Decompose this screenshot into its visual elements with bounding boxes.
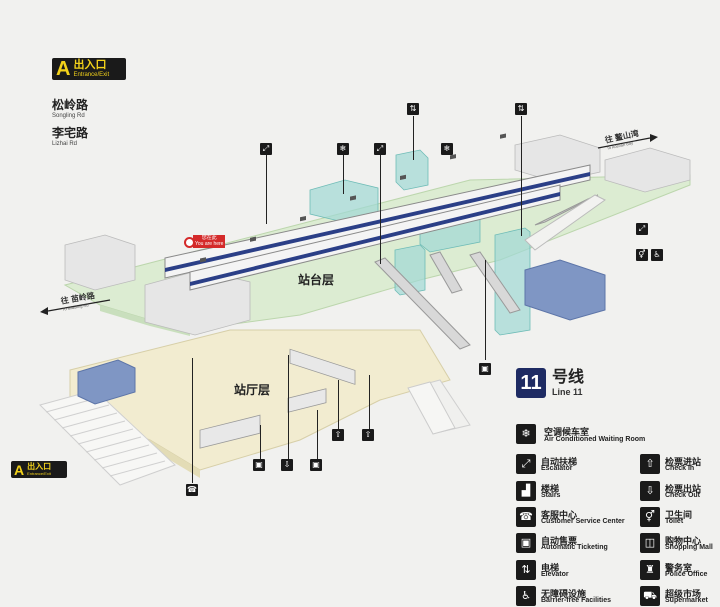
elevator-icon: ⇅ [407, 103, 419, 115]
entrance-cn: 出入口 [73, 59, 107, 71]
legend-cn: 卫生间 [665, 510, 693, 520]
check-in-icon: ⇧ [362, 429, 374, 441]
you-are-here-marker: 您在此 You are here [193, 235, 226, 248]
entrance-letter: A [56, 57, 71, 80]
road-lizhai: 李宅路 Lizhai Rd [52, 124, 88, 147]
entrance-a-badge-top: A 出入口 Entrance/Exit [52, 58, 126, 80]
check-in-icon: ⇧ [640, 454, 660, 474]
legend-cn: 检票出站 [665, 484, 702, 494]
barrier-free-icon: ♿ [516, 586, 536, 606]
stairs-icon: ▟ [516, 481, 536, 501]
legend-en: Toilet [665, 518, 684, 525]
legend-cn: 警务室 [665, 563, 693, 573]
legend-en: Elevator [541, 571, 569, 578]
entrance-stairs [39, 389, 176, 486]
road-cn: 松岭路 [52, 98, 89, 112]
shopping-mall-icon: ◫ [640, 533, 660, 553]
legend-en: Escalator [541, 465, 573, 472]
concourse-level-label: 站厅层 [234, 383, 271, 397]
entrance-cn: 出入口 [27, 462, 52, 471]
road-en: Songling Rd [52, 113, 85, 119]
road-songling: 松岭路 Songling Rd [52, 96, 88, 119]
customer-service-icon: ☎ [186, 484, 198, 496]
entrance-en: Entrance/Exit [73, 72, 110, 78]
check-out-icon: ⇩ [281, 459, 293, 471]
customer-service-icon: ☎ [516, 507, 536, 527]
legend-cn: 自动售票 [541, 536, 578, 546]
legend-cn: 自动扶梯 [541, 457, 578, 467]
escalator-icon: ⤢ [516, 454, 536, 474]
escalator-icon: ⤢ [374, 143, 386, 155]
escalator-icon: ⤢ [636, 223, 648, 235]
legend-en: Air Conditioned Waiting Room [544, 436, 646, 443]
snowflake-icon: ❄ [516, 424, 536, 444]
legend-cn: 购物中心 [665, 536, 702, 546]
ticket-machine-icon: ▣ [479, 363, 491, 375]
legend-en: Check In [665, 465, 695, 472]
line-en: Line 11 [552, 386, 583, 397]
legend-en: Supermarket [665, 597, 708, 604]
ticket-gates [199, 348, 356, 449]
police-icon: ♜ [640, 560, 660, 580]
check-in-icon: ⇧ [332, 429, 344, 441]
legend-cn: 空调候车室 [544, 427, 590, 437]
legend-cn: 无障碍设施 [541, 589, 587, 599]
entrance-en: Entrance/Exit [27, 471, 51, 476]
platform-escalators [374, 194, 599, 350]
snowflake-icon: ❄ [337, 143, 349, 155]
road-en: Lizhai Rd [52, 141, 78, 147]
legend-en: Shopping Mall [665, 544, 713, 551]
you-are-here-en: You are here [195, 240, 224, 247]
ticket-machine-icon: ▣ [310, 459, 322, 471]
toilet-icon: ⚥ [640, 507, 660, 527]
legend-cn: 检票进站 [665, 457, 702, 467]
legend-cn: 电梯 [541, 563, 560, 573]
ticket-machine-icon: ▣ [253, 459, 265, 471]
legend-en: Stairs [541, 492, 561, 499]
legend-en: Customer Service Center [541, 518, 625, 525]
platform-level-label: 站台层 [298, 273, 335, 287]
line-cn: 号线 [552, 368, 585, 386]
elevator-icon: ⇅ [515, 103, 527, 115]
entrance-a-badge-bottom: A 出入口 Entrance/Exit [11, 461, 67, 478]
legend-en: Barrier-free Facilities [541, 597, 612, 604]
you-are-here-pin [184, 237, 195, 248]
ticket-machine-icon: ▣ [516, 533, 536, 553]
legend-cn: 超级市场 [665, 589, 702, 599]
road-cn: 李宅路 [52, 126, 89, 140]
you-are-here-cn: 您在此 [201, 235, 217, 241]
legend-cn: 客服中心 [541, 510, 578, 520]
barrier-free-icon: ♿ [651, 249, 663, 261]
elevator-icon: ⇅ [516, 560, 536, 580]
escalator-icon: ⤢ [260, 143, 272, 155]
toilet-icon: ⚥ [636, 249, 648, 261]
line-indicator: 11 号线 Line 11 [516, 368, 584, 398]
legend-en: Automatic Ticketing [541, 544, 608, 551]
legend-cn: 楼梯 [541, 484, 560, 494]
entrance-letter: A [14, 461, 25, 478]
snowflake-icon: ❄ [441, 143, 453, 155]
line-number-badge: 11 [516, 368, 546, 398]
legend-en: Check Out [665, 492, 701, 499]
supermarket-icon: ⛟ [640, 586, 660, 606]
check-out-icon: ⇩ [640, 481, 660, 501]
trains [164, 133, 591, 291]
legend-en: Police Office [665, 571, 708, 578]
